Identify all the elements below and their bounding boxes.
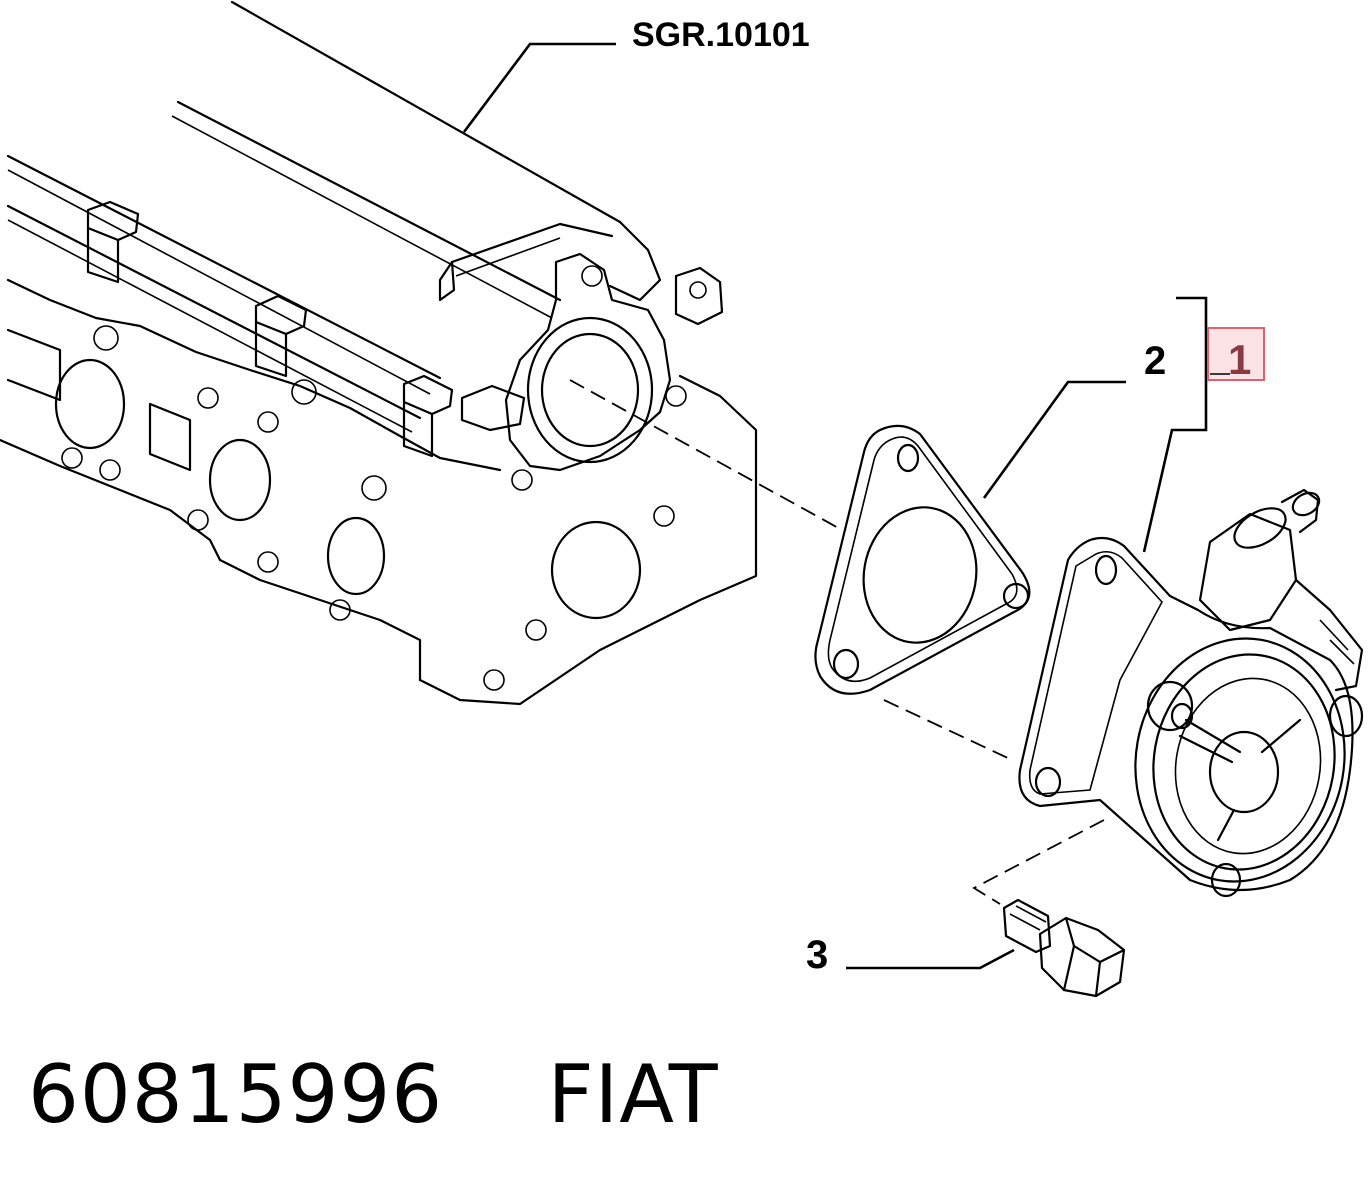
brand-name: FIAT bbox=[547, 1048, 719, 1141]
vacuum-pump-drawing bbox=[1018, 488, 1364, 898]
gasket-drawing bbox=[814, 424, 1031, 695]
callout-assembly-highlight bbox=[1207, 327, 1265, 381]
leader-bolt bbox=[846, 948, 1015, 970]
callout-gasket: 2 bbox=[1144, 339, 1166, 383]
bolt-drawing bbox=[1002, 898, 1126, 998]
assembly-axis-upper bbox=[569, 379, 843, 531]
callout-assembly: 1 bbox=[1228, 336, 1251, 383]
callout-bolt: 3 bbox=[806, 933, 828, 977]
leader-ref-group bbox=[462, 42, 616, 133]
part-number: 60815996 bbox=[28, 1048, 444, 1141]
part-caption: 60815996 FIAT bbox=[28, 1048, 719, 1141]
ref-group-label: SGR.10101 bbox=[632, 16, 810, 54]
cylinder-head-drawing bbox=[0, 0, 758, 706]
leader-gasket bbox=[982, 380, 1126, 499]
assembly-axis-bolt bbox=[972, 819, 1105, 905]
assembly-axis-lower bbox=[883, 699, 1013, 761]
leader-assembly-bracket bbox=[1142, 296, 1208, 553]
